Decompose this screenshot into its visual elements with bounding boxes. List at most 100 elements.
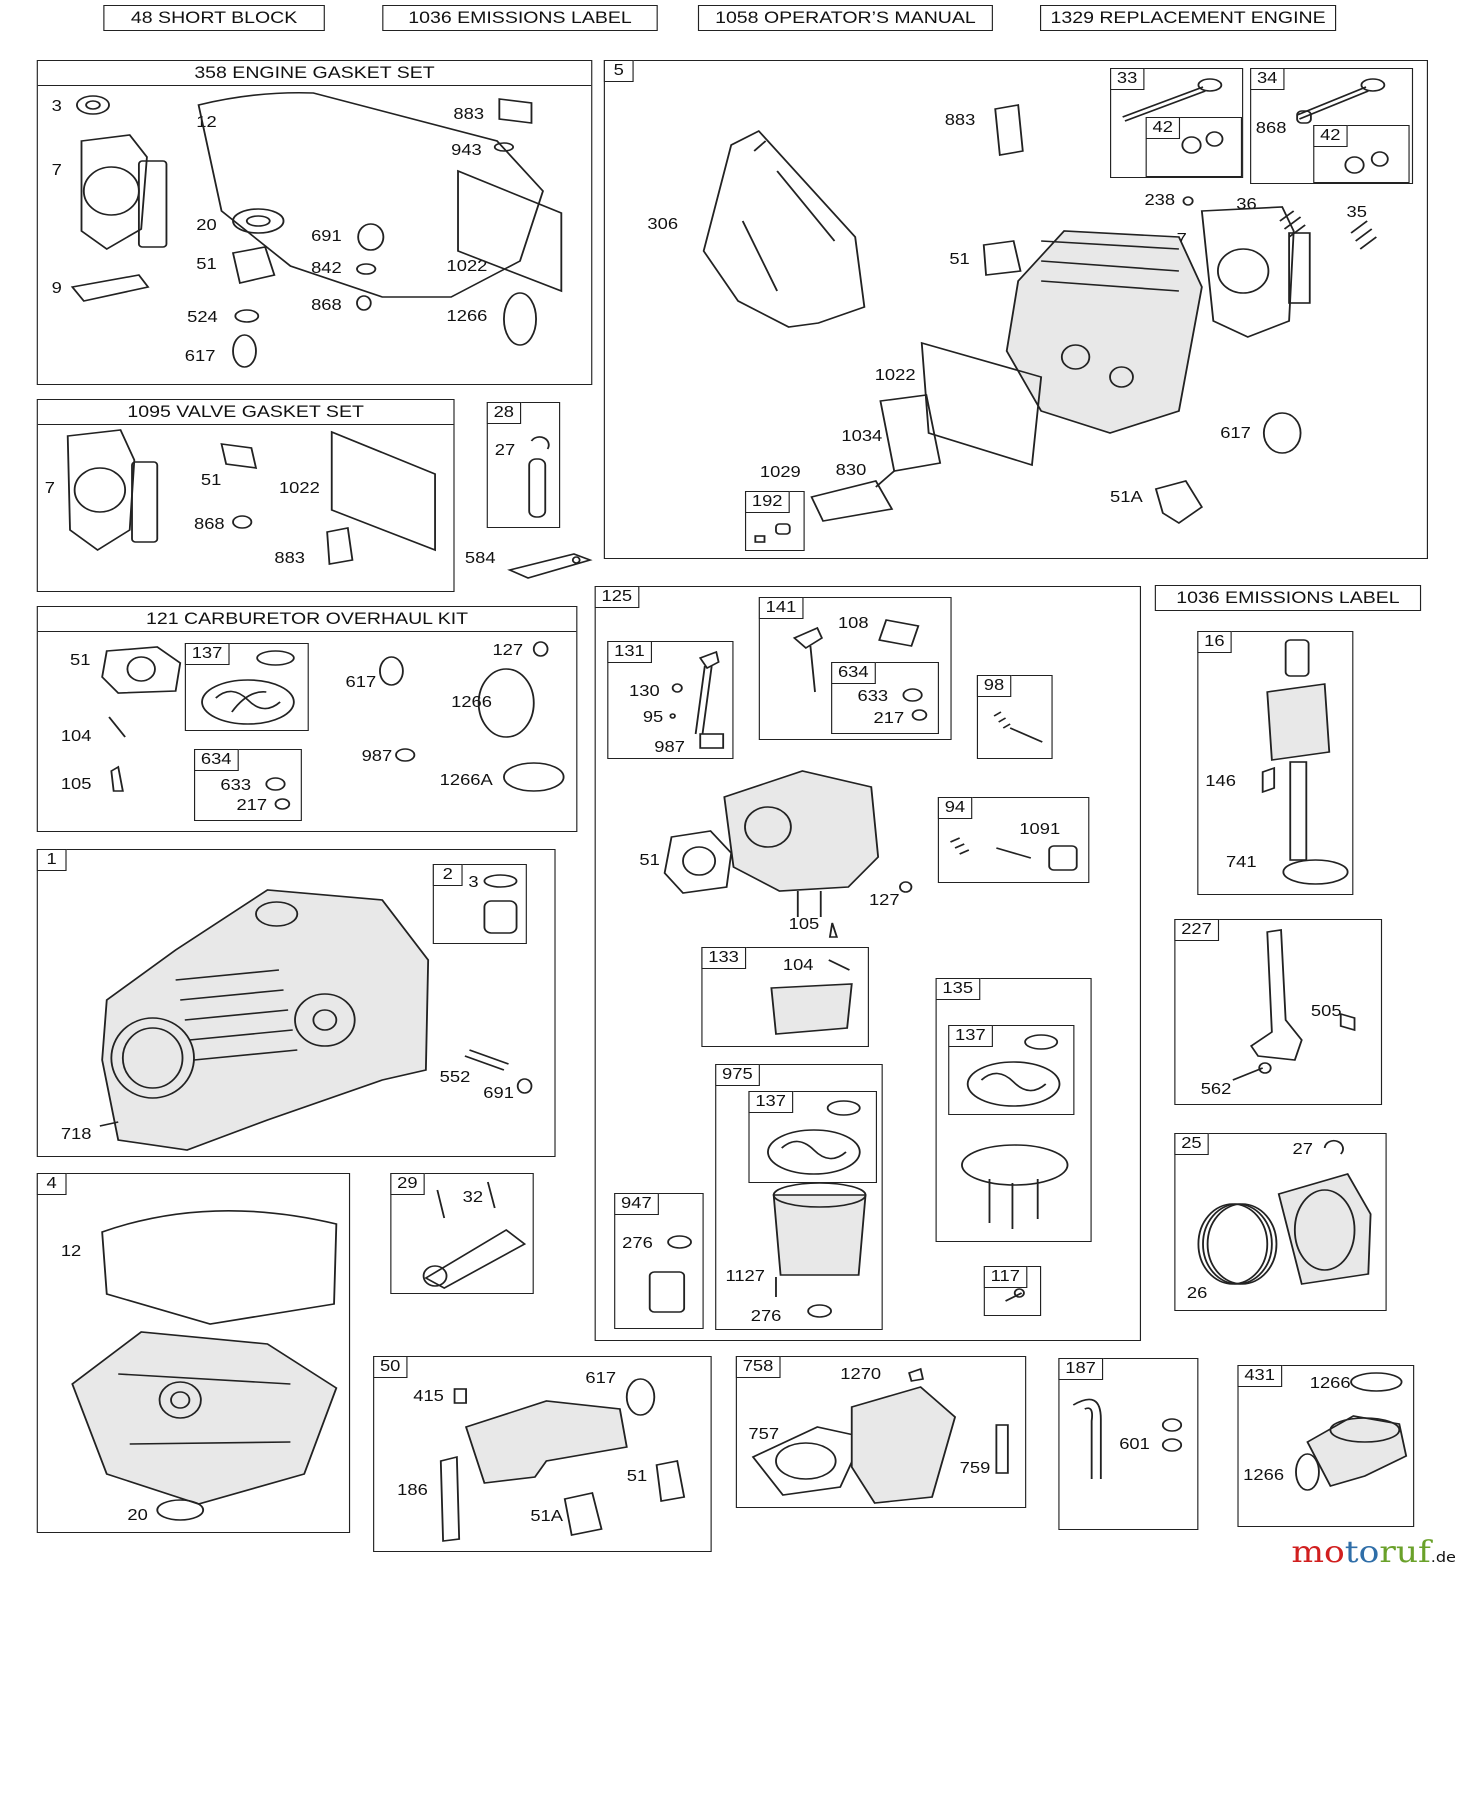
gasket-137b-panel: 137: [748, 1091, 877, 1183]
part-tag-947: 947: [614, 1193, 659, 1215]
cylinder-head-panel: 5 883 306 238 36 35 51 7 1022 1034 617 1…: [603, 60, 1428, 559]
bowl-gasket-drawing: [966, 1034, 1061, 1107]
part-tag-192: 192: [744, 491, 790, 513]
part-label: 51A: [530, 1508, 564, 1525]
breather-hose-drawing: [1072, 1398, 1183, 1479]
part-tag-975: 975: [715, 1064, 760, 1086]
part-label: 51: [626, 1468, 648, 1485]
part-label: 127: [492, 642, 524, 659]
part-label: 505: [1310, 1003, 1342, 1020]
part-label: 633: [857, 688, 889, 705]
choke-lever-drawing: [792, 619, 920, 693]
part-label: 35: [1346, 204, 1367, 221]
carburetor-body-drawing: [663, 770, 913, 938]
part-label: 1266A: [439, 772, 493, 789]
part-label: 562: [1200, 1081, 1232, 1098]
bowl-screw-drawing: [1005, 1288, 1025, 1302]
crankshaft-drawing: [1261, 639, 1349, 885]
part-label: 617: [345, 674, 377, 691]
part-label: 1266: [1309, 1375, 1351, 1392]
bowl-diaphragm-drawing: [767, 1100, 861, 1175]
part-label: 1029: [759, 464, 801, 481]
part-label: 987: [361, 748, 393, 765]
side-header-emissions-label: 1036 EMISSIONS LABEL: [1154, 585, 1422, 611]
solenoid-drawing: [950, 837, 1078, 871]
part-label: 104: [782, 957, 814, 974]
part-label: 868: [311, 297, 342, 314]
part-label: 51: [70, 652, 91, 669]
part-tag-28: 28: [486, 402, 521, 424]
part-label: 51: [639, 852, 660, 869]
part-label: 3: [468, 874, 479, 891]
part-label: 51: [949, 251, 970, 268]
part-tag-98: 98: [976, 675, 1012, 697]
part-label: 1091: [1019, 821, 1061, 838]
part-tag-131: 131: [607, 641, 652, 663]
part-label: 9: [51, 280, 62, 297]
exhaust-valve-drawing: [1122, 78, 1224, 154]
valve-gasket-set-panel: 1095 VALVE GASKET SET 7 51 1022 868 883: [36, 399, 455, 592]
piston-pin-drawing: [528, 436, 550, 518]
part-tag-5: 5: [603, 60, 634, 82]
header-operators-manual: 1058 OPERATOR’S MANUAL: [697, 5, 993, 31]
screw-117-panel: 117: [983, 1266, 1042, 1316]
part-label: 1022: [278, 480, 320, 497]
cylinder-block-panel: 1 552 691 718 2 3: [36, 849, 556, 1157]
part-label: 20: [127, 1507, 148, 1524]
part-label: 617: [585, 1370, 617, 1387]
part-label: 868: [193, 516, 225, 533]
part-label: 1022: [874, 367, 916, 384]
part-label: 217: [236, 797, 268, 814]
part-tag-29: 29: [390, 1173, 425, 1195]
carburetor-kit-panel: 121 CARBURETOR OVERHAUL KIT 51 617 127 1…: [36, 606, 578, 832]
choke-141-panel: 141 108 634 633 217: [758, 597, 952, 740]
part-28-panel: 28 27: [486, 402, 561, 528]
throttle-shaft-drawing: [669, 650, 725, 749]
part-label: 415: [413, 1388, 444, 1405]
part-label: 26: [1186, 1285, 1208, 1302]
header-emissions-label: 1036 EMISSIONS LABEL: [382, 5, 658, 31]
carb-kit-drawing: [101, 641, 565, 792]
part-label: 3: [51, 98, 62, 115]
part-label: 633: [220, 777, 252, 794]
part-label: 691: [311, 228, 342, 245]
carb-kit-634-panel: 634 633 217: [193, 749, 302, 821]
air-intake-panel: 431 1266 1266: [1237, 1365, 1415, 1527]
part-label: 186: [397, 1482, 428, 1499]
screw-drawing: [754, 523, 791, 543]
valve-34-panel: 34 868 42: [1250, 68, 1414, 184]
sump-drawing: [71, 1209, 338, 1521]
carburetor-kit-title: 121 CARBURETOR OVERHAUL KIT: [37, 607, 577, 632]
cylinder-block-drawing: [99, 889, 533, 1151]
part-tag-25: 25: [1174, 1133, 1209, 1155]
gasket-137-panel: 137: [948, 1025, 1075, 1115]
part-label: 12: [60, 1243, 82, 1260]
part-tag-50: 50: [373, 1356, 408, 1378]
part-tag-117: 117: [983, 1266, 1027, 1288]
part-tag-42: 42: [1313, 125, 1348, 147]
part-label: 830: [835, 462, 867, 479]
part-label: 741: [1225, 854, 1257, 871]
part-label: 27: [1292, 1141, 1313, 1158]
logo-text-d: .de: [1430, 1550, 1456, 1566]
part-label: 32: [462, 1189, 484, 1206]
part-label: 883: [453, 106, 485, 123]
piston-drawing: [1197, 1140, 1372, 1285]
bearing-2-panel: 2 3: [432, 864, 527, 944]
valve-keeper-42b-panel: 42: [1313, 125, 1410, 183]
motoruf-logo: motoruf.de: [1291, 1535, 1456, 1570]
part-label: 1270: [840, 1366, 882, 1383]
manifold-drawing: [439, 1378, 686, 1542]
carburetor-panel: 125 51 127 105 131 130 95 987 141 108 63…: [594, 586, 1142, 1341]
part-tag-431: 431: [1237, 1365, 1282, 1387]
part-tag-137: 137: [184, 643, 230, 665]
part-label: 105: [60, 776, 92, 793]
valve-gasket-drawing: [66, 429, 436, 565]
part-tag-94: 94: [937, 797, 973, 819]
part-label: 105: [788, 916, 820, 933]
part-label: 7: [1176, 231, 1187, 248]
part-tag-1: 1: [36, 849, 67, 871]
governor-lever-drawing: [1232, 929, 1356, 1081]
part-label: 1266: [446, 308, 488, 325]
part-label: 1022: [446, 258, 488, 275]
